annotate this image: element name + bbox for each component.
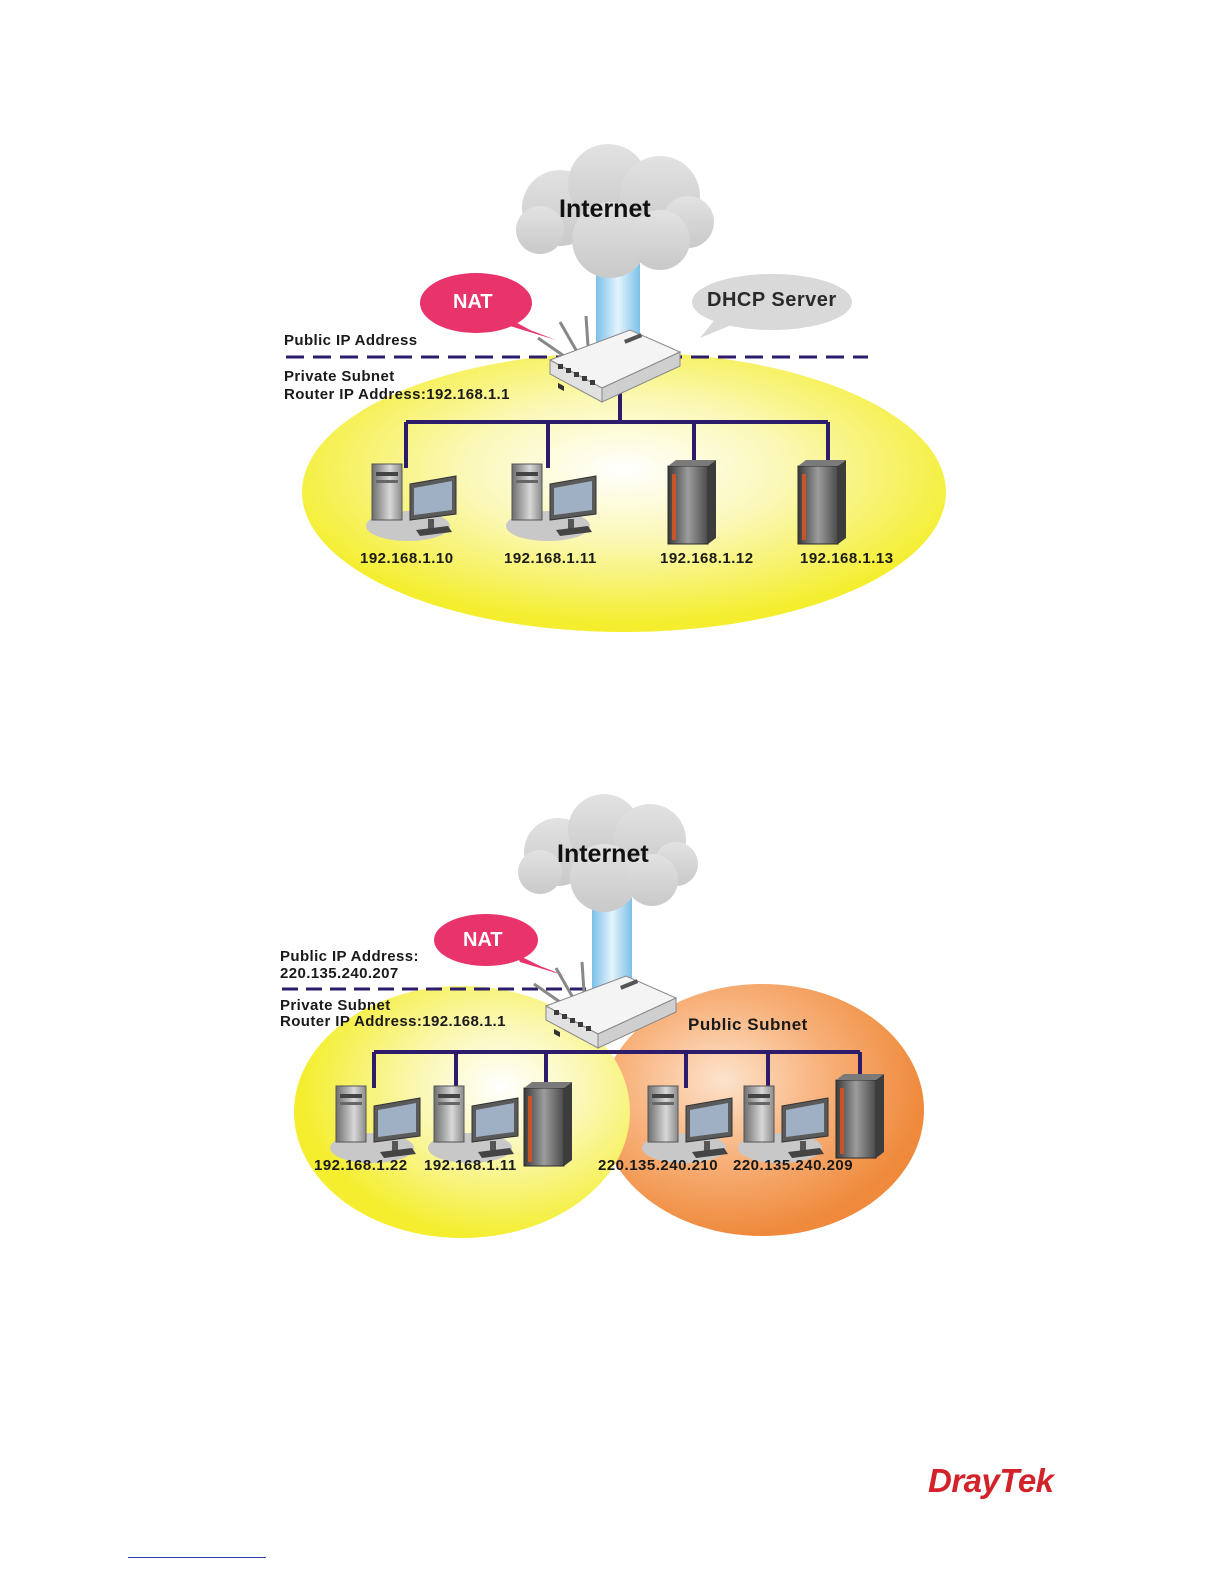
router-ip-label: Router IP Address:192.168.1.1 [284, 386, 510, 403]
public-subnet-label: Public Subnet [688, 1015, 808, 1034]
nat-label: NAT [453, 291, 493, 313]
host-ip-label: 220.135.240.209 [733, 1157, 854, 1174]
router-ip-label: Router IP Address:192.168.1.1 [280, 1013, 506, 1030]
public-ip-label: Public IP Address: [280, 948, 419, 965]
nat-public-subnet-diagram: Internet NAT Public IP Address: 220.135.… [0, 700, 1224, 1300]
host-ip-label: 220.135.240.210 [598, 1157, 719, 1174]
public-ip-label: Public IP Address [284, 332, 418, 349]
internet-cloud-icon [516, 144, 714, 278]
nat-bubble-icon [420, 273, 556, 340]
nat-bubble-icon [434, 914, 566, 976]
host-ip-label: 192.168.1.12 [660, 550, 754, 567]
internet-label: Internet [559, 195, 651, 223]
host-ip-label: 192.168.1.13 [800, 550, 894, 567]
server-icon [835, 1073, 885, 1159]
host-ip-label: 192.168.1.11 [424, 1157, 517, 1174]
diagram-2-graphics [282, 794, 924, 1238]
server-icon [667, 459, 717, 545]
dhcp-server-label: DHCP Server [707, 289, 837, 311]
server-icon [523, 1081, 573, 1167]
lan-cabling [372, 1050, 862, 1088]
diagram-1-graphics [286, 144, 946, 632]
nat-dhcp-diagram: Internet NAT DHCP Server Public IP Addre… [0, 0, 1224, 700]
nat-label: NAT [463, 929, 503, 951]
lan-cabling [404, 386, 830, 468]
dhcp-bubble-icon [692, 274, 852, 338]
host-ip-label: 192.168.1.11 [504, 550, 597, 567]
host-ip-label: 192.168.1.10 [360, 550, 454, 567]
internet-label: Internet [557, 840, 649, 868]
host-ip-label: 192.168.1.22 [314, 1157, 408, 1174]
server-icon [797, 459, 847, 545]
private-subnet-label: Private Subnet [280, 997, 391, 1014]
public-ip-value: 220.135.240.207 [280, 965, 399, 982]
internet-cloud-icon [518, 794, 698, 912]
private-subnet-label: Private Subnet [284, 368, 395, 385]
footer-link-underline [128, 1557, 266, 1558]
draytek-logo: DrayTek [928, 1462, 1054, 1499]
